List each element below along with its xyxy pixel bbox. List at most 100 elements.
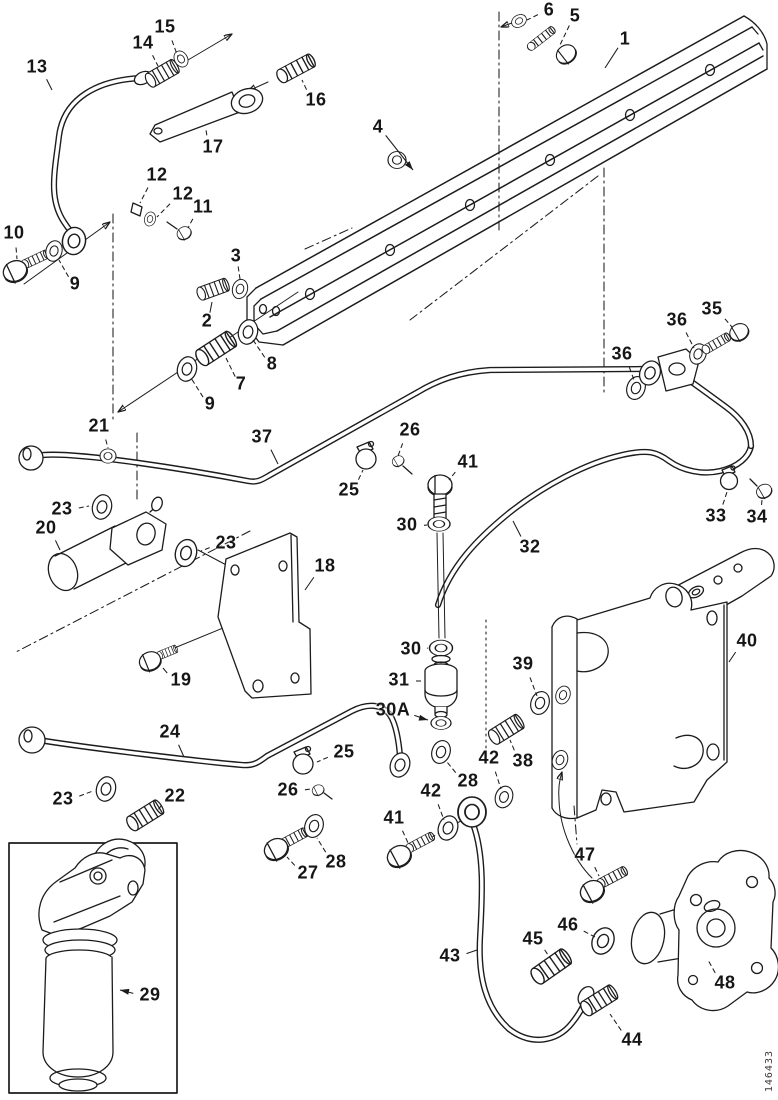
part-callout-23: 23	[51, 498, 73, 519]
washer-9a	[43, 238, 65, 264]
drawing-number: 146433	[764, 1049, 775, 1092]
part-callout-12: 12	[146, 164, 168, 185]
part-callout-25: 25	[338, 479, 360, 500]
part-callout-13: 13	[26, 56, 48, 77]
part-callout-41: 41	[383, 807, 405, 828]
part-callout-18: 18	[314, 555, 336, 576]
tube-32	[434, 374, 755, 609]
bolt-26b	[310, 782, 333, 800]
filter-31	[424, 639, 458, 731]
part-callout-48: 48	[714, 972, 736, 993]
rail-part-1	[246, 15, 768, 346]
part-callout-23: 23	[52, 788, 74, 809]
part-callout-32: 32	[519, 536, 541, 557]
part-callout-39: 39	[512, 653, 534, 674]
part-callout-27: 27	[297, 862, 319, 883]
fitting-45	[527, 946, 575, 988]
bracket-17	[149, 87, 264, 143]
part-callout-45: 45	[522, 928, 544, 949]
part-callout-12: 12	[172, 183, 194, 204]
part-callout-37: 37	[251, 426, 273, 447]
part-callout-35: 35	[701, 298, 723, 319]
bolt-47	[576, 864, 630, 907]
part-callout-26: 26	[277, 779, 299, 800]
part-callout-34: 34	[746, 506, 768, 527]
part-callout-47: 47	[574, 844, 596, 865]
part-callout-6: 6	[543, 0, 555, 20]
bolt-5	[525, 24, 581, 69]
washer-8	[235, 316, 261, 348]
part-callout-25: 25	[333, 741, 355, 762]
nut-4	[387, 150, 407, 170]
part-callout-10: 10	[3, 222, 25, 243]
part-callout-30A: 30A	[375, 699, 411, 720]
elbow-fitting-36	[622, 340, 710, 403]
part-callout-36: 36	[666, 309, 688, 330]
part-callout-43: 43	[439, 945, 461, 966]
plate-40	[551, 582, 728, 820]
part-callout-46: 46	[557, 914, 579, 935]
bolt-10	[0, 248, 51, 287]
part-callout-1: 1	[619, 28, 631, 49]
part-callout-42: 42	[420, 780, 442, 801]
pump-20	[47, 448, 201, 592]
part-callout-42: 42	[478, 747, 500, 768]
part-callout-24: 24	[159, 721, 181, 742]
washer-6	[508, 11, 530, 31]
part-callout-26: 26	[399, 419, 421, 440]
part-callout-15: 15	[154, 16, 176, 37]
part-callout-44: 44	[621, 1029, 643, 1050]
part-callout-20: 20	[35, 517, 57, 538]
clip-12	[130, 202, 158, 228]
bolt-26a	[389, 453, 413, 475]
fitting-2	[194, 276, 232, 302]
bolt-35	[700, 319, 753, 356]
part-callout-28: 28	[325, 851, 347, 872]
part-callout-2: 2	[201, 310, 213, 331]
part-callout-8: 8	[266, 353, 278, 374]
part-callout-22: 22	[164, 785, 186, 806]
part-callout-11: 11	[192, 196, 214, 217]
part-callout-21: 21	[88, 415, 110, 436]
bolt-34	[749, 478, 775, 502]
part-callout-4: 4	[372, 116, 384, 137]
fitting-7	[192, 328, 240, 369]
part-callout-30: 30	[400, 638, 422, 659]
clamp-25a	[355, 440, 377, 470]
part-callout-17: 17	[202, 136, 224, 157]
hose-43	[469, 820, 595, 1043]
bracket-18	[217, 532, 312, 699]
part-callout-40: 40	[736, 630, 758, 651]
washer-9b	[174, 353, 200, 385]
part-callout-23: 23	[215, 532, 237, 553]
part-callout-28: 28	[457, 770, 479, 791]
bolt-41a	[427, 474, 453, 639]
bolt-27-washer-28	[260, 811, 328, 865]
clamp-33	[719, 465, 739, 491]
part-callout-3: 3	[230, 245, 242, 266]
part-callout-31: 31	[388, 669, 410, 690]
part-callout-41: 41	[457, 451, 479, 472]
part-callout-5: 5	[569, 5, 581, 26]
part-callout-38: 38	[512, 750, 534, 771]
part-callout-14: 14	[132, 32, 154, 53]
part-callout-30: 30	[396, 514, 418, 535]
bolt-41b	[383, 830, 437, 872]
pump-48	[630, 849, 778, 1012]
bolt-11	[166, 221, 194, 243]
fitting-14	[142, 57, 182, 90]
tube-24	[18, 702, 404, 769]
clamp-25b	[292, 745, 314, 775]
part-callout-19: 19	[170, 669, 192, 690]
part-callout-29: 29	[139, 984, 161, 1005]
filter-29-inset	[8, 838, 178, 1094]
part-callout-33: 33	[705, 505, 727, 526]
part-callout-9: 9	[69, 273, 81, 294]
part-callout-9: 9	[204, 393, 216, 414]
washer-46	[587, 923, 619, 959]
part-callout-16: 16	[305, 89, 327, 110]
part-callout-7: 7	[235, 373, 247, 394]
part-callout-36: 36	[611, 343, 633, 364]
